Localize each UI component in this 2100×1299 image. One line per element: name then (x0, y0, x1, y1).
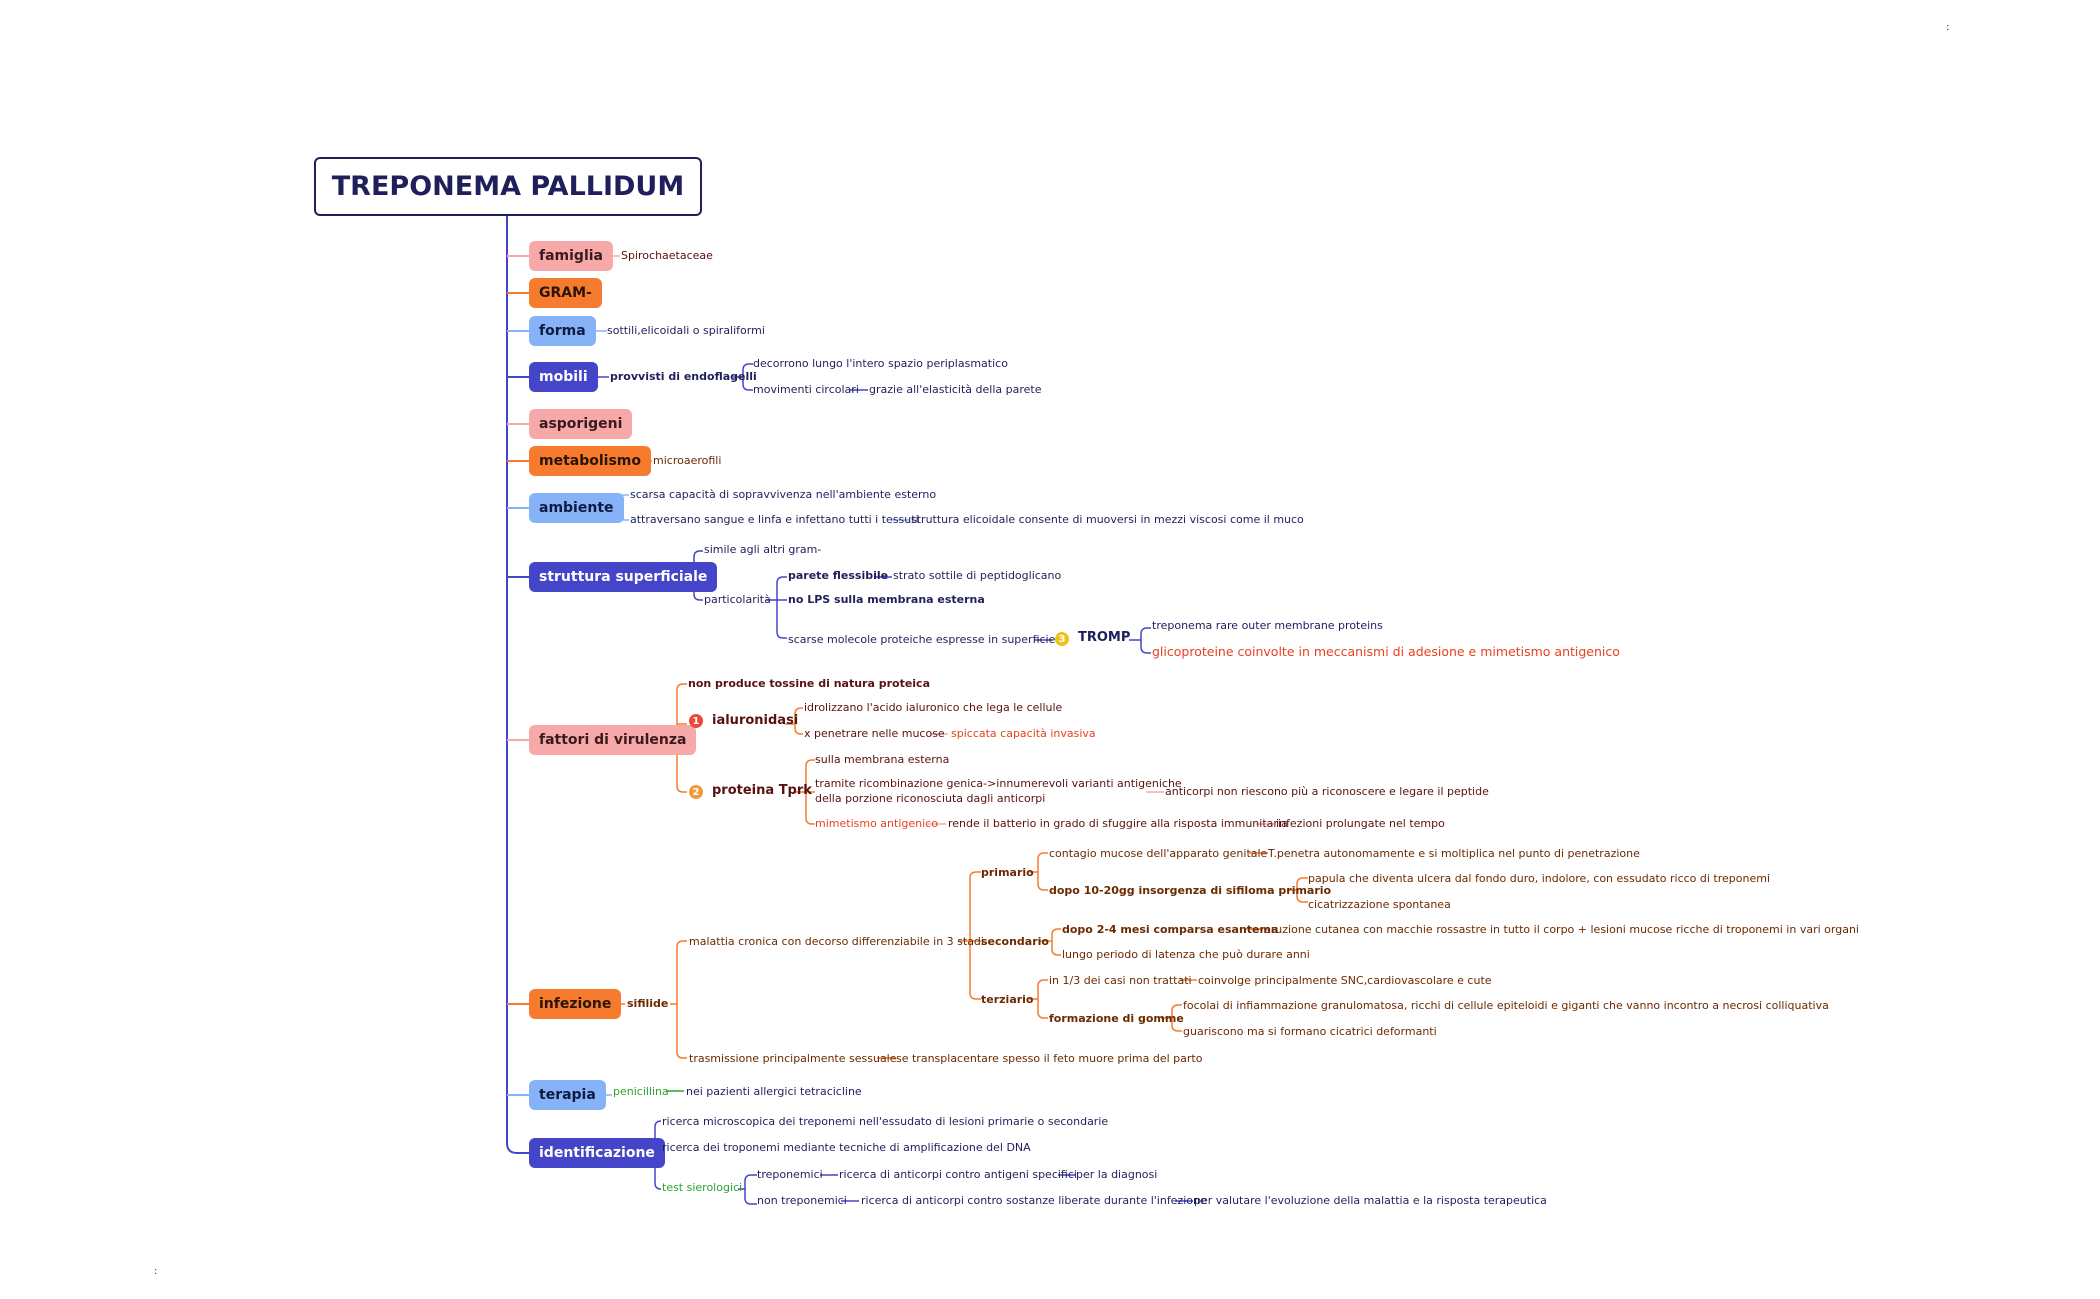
node-ricerca-sostanze[interactable]: ricerca di anticorpi contro sostanze lib… (861, 1194, 1207, 1207)
node-scarsa-capacita[interactable]: scarsa capacità di sopravvivenza nell'am… (630, 488, 937, 501)
node-movimenti[interactable]: movimenti circolari (753, 383, 859, 396)
node-sifilide[interactable]: sifilide (627, 997, 669, 1010)
category-famiglia[interactable]: famiglia (529, 241, 613, 271)
node-tromp[interactable]: TROMP (1078, 630, 1131, 645)
node-per-diagnosi[interactable]: per la diagnosi (1076, 1168, 1158, 1181)
node-papula[interactable]: papula che diventa ulcera dal fondo duro… (1308, 872, 1771, 885)
node-eruzione[interactable]: eruzione cutanea con macchie rossastre i… (1264, 923, 1859, 936)
node-rende-batterio[interactable]: rende il batterio in grado di sfuggire a… (948, 817, 1288, 830)
node-simile[interactable]: simile agli altri gram- (704, 543, 822, 556)
node-forma-desc[interactable]: sottili,elicoidali o spiraliformi (607, 324, 765, 337)
node-non-treponemici[interactable]: non treponemici (757, 1194, 847, 1207)
node-attraversano[interactable]: attraversano sangue e linfa e infettano … (630, 513, 919, 526)
node-guariscono[interactable]: guariscono ma si formano cicatrici defor… (1183, 1025, 1437, 1038)
node-endoflagelli[interactable]: provvisti di endoflagelli (610, 370, 757, 383)
node-anticorpi-non[interactable]: anticorpi non riescono più a riconoscere… (1165, 785, 1489, 798)
node-parete-flessibile[interactable]: parete flessibile (788, 569, 889, 582)
node-terziario[interactable]: terziario (981, 993, 1034, 1006)
node-test-sierologici[interactable]: test sierologici (662, 1181, 743, 1194)
node-dopo-2-4-mesi[interactable]: dopo 2-4 mesi comparsa esantema (1062, 923, 1279, 936)
node-microaerofili[interactable]: microaerofili (653, 454, 722, 467)
priority-3-icon: 3 (1055, 632, 1069, 646)
central-topic-title[interactable]: TREPONEMA PALLIDUM (314, 157, 702, 216)
node-secondario[interactable]: secondario (981, 935, 1049, 948)
node-treponemici[interactable]: treponemici (757, 1168, 823, 1181)
node-mimetismo[interactable]: mimetismo antigenico (815, 817, 938, 830)
node-ricombinazione-line1[interactable]: tramite ricombinazione genica->innumerev… (815, 777, 1182, 790)
category-asporigeni[interactable]: asporigeni (529, 409, 633, 439)
node-elasticita[interactable]: grazie all'elasticità della parete (869, 383, 1042, 396)
node-tromp-def[interactable]: treponema rare outer membrane proteins (1152, 619, 1383, 632)
node-tpenetra[interactable]: T.penetra autonomamente e si moltiplica … (1268, 847, 1640, 860)
category-gram[interactable]: GRAM- (529, 278, 602, 308)
category-fattori-di-virulenza[interactable]: fattori di virulenza (529, 725, 697, 755)
node-trasmissione[interactable]: trasmissione principalmente sessuale (689, 1052, 897, 1065)
node-focolai[interactable]: focolai di infiammazione granulomatosa, … (1183, 999, 1829, 1012)
node-penicillina[interactable]: penicillina (613, 1085, 669, 1098)
node-ricerca-dna[interactable]: ricerca dei troponemi mediante tecniche … (662, 1141, 1031, 1154)
priority-2-icon: 2 (689, 785, 703, 799)
node-malattia-cronica[interactable]: malattia cronica con decorso differenzia… (689, 935, 984, 948)
node-in-1-3-casi[interactable]: in 1/3 dei casi non trattati (1049, 974, 1192, 987)
node-idrolizzano[interactable]: idrolizzano l'acido ialuronico che lega … (804, 701, 1063, 714)
node-non-produce-tossine[interactable]: non produce tossine di natura proteica (688, 677, 931, 690)
category-infezione[interactable]: infezione (529, 989, 622, 1019)
node-penetrare-mucose[interactable]: x penetrare nelle mucose (804, 727, 945, 740)
node-sulla-membrana[interactable]: sulla membrana esterna (815, 753, 950, 766)
category-metabolismo[interactable]: metabolismo (529, 446, 651, 476)
node-ricombinazione-line2[interactable]: della porzione riconosciuta dagli antico… (815, 792, 1046, 805)
node-glicoproteine[interactable]: glicoproteine coinvolte in meccanismi di… (1152, 644, 1620, 659)
node-lungo-periodo[interactable]: lungo periodo di latenza che può durare … (1062, 948, 1310, 961)
node-spirochaetaceae[interactable]: Spirochaetaceae (621, 249, 713, 262)
node-formazione-gomme[interactable]: formazione di gomme (1049, 1012, 1184, 1025)
node-primario[interactable]: primario (981, 866, 1034, 879)
node-ricerca-antigeni-specifici[interactable]: ricerca di anticorpi contro antigeni spe… (839, 1168, 1077, 1181)
node-infezioni-prolungate[interactable]: infezioni prolungate nel tempo (1276, 817, 1445, 830)
priority-1-icon: 1 (689, 714, 703, 728)
category-forma[interactable]: forma (529, 316, 596, 346)
node-no-lps[interactable]: no LPS sulla membrana esterna (788, 593, 985, 606)
node-struttura-elicoidale[interactable]: struttura elicoidale consente di muovers… (911, 513, 1304, 526)
category-struttura-superficiale[interactable]: struttura superficiale (529, 562, 718, 592)
node-proteina-tprk[interactable]: proteina Tprk (712, 783, 812, 798)
node-contagio[interactable]: contagio mucose dell'apparato genitale (1049, 847, 1268, 860)
node-ialuronidasi[interactable]: ialuronidasi (712, 713, 799, 728)
node-decorrono[interactable]: decorrono lungo l'intero spazio periplas… (753, 357, 1008, 370)
node-coinvolge[interactable]: coinvolge principalmente SNC,cardiovasco… (1198, 974, 1492, 987)
category-ambiente[interactable]: ambiente (529, 493, 624, 523)
node-allergici[interactable]: nei pazienti allergici tetracicline (686, 1085, 862, 1098)
node-cicatrizzazione[interactable]: cicatrizzazione spontanea (1308, 898, 1451, 911)
node-scarse-molecole[interactable]: scarse molecole proteiche espresse in su… (788, 633, 1056, 646)
node-transplacentare[interactable]: se transplacentare spesso il feto muore … (896, 1052, 1203, 1065)
category-terapia[interactable]: terapia (529, 1080, 606, 1110)
corner-marker-bottom: : (154, 1266, 158, 1277)
node-ricerca-microscopica[interactable]: ricerca microscopica dei treponemi nell'… (662, 1115, 1109, 1128)
node-particolarita[interactable]: particolarità (704, 593, 771, 606)
node-strato-sottile[interactable]: strato sottile di peptidoglicano (893, 569, 1062, 582)
category-mobili[interactable]: mobili (529, 362, 598, 392)
corner-marker-top: : (1946, 22, 1950, 33)
node-dopo-10-20gg[interactable]: dopo 10-20gg insorgenza di sifiloma prim… (1049, 884, 1332, 897)
category-identificazione[interactable]: identificazione (529, 1138, 665, 1168)
node-per-valutare[interactable]: per valutare l'evoluzione della malattia… (1194, 1194, 1547, 1207)
node-spiccata-capacita[interactable]: spiccata capacità invasiva (951, 727, 1096, 740)
